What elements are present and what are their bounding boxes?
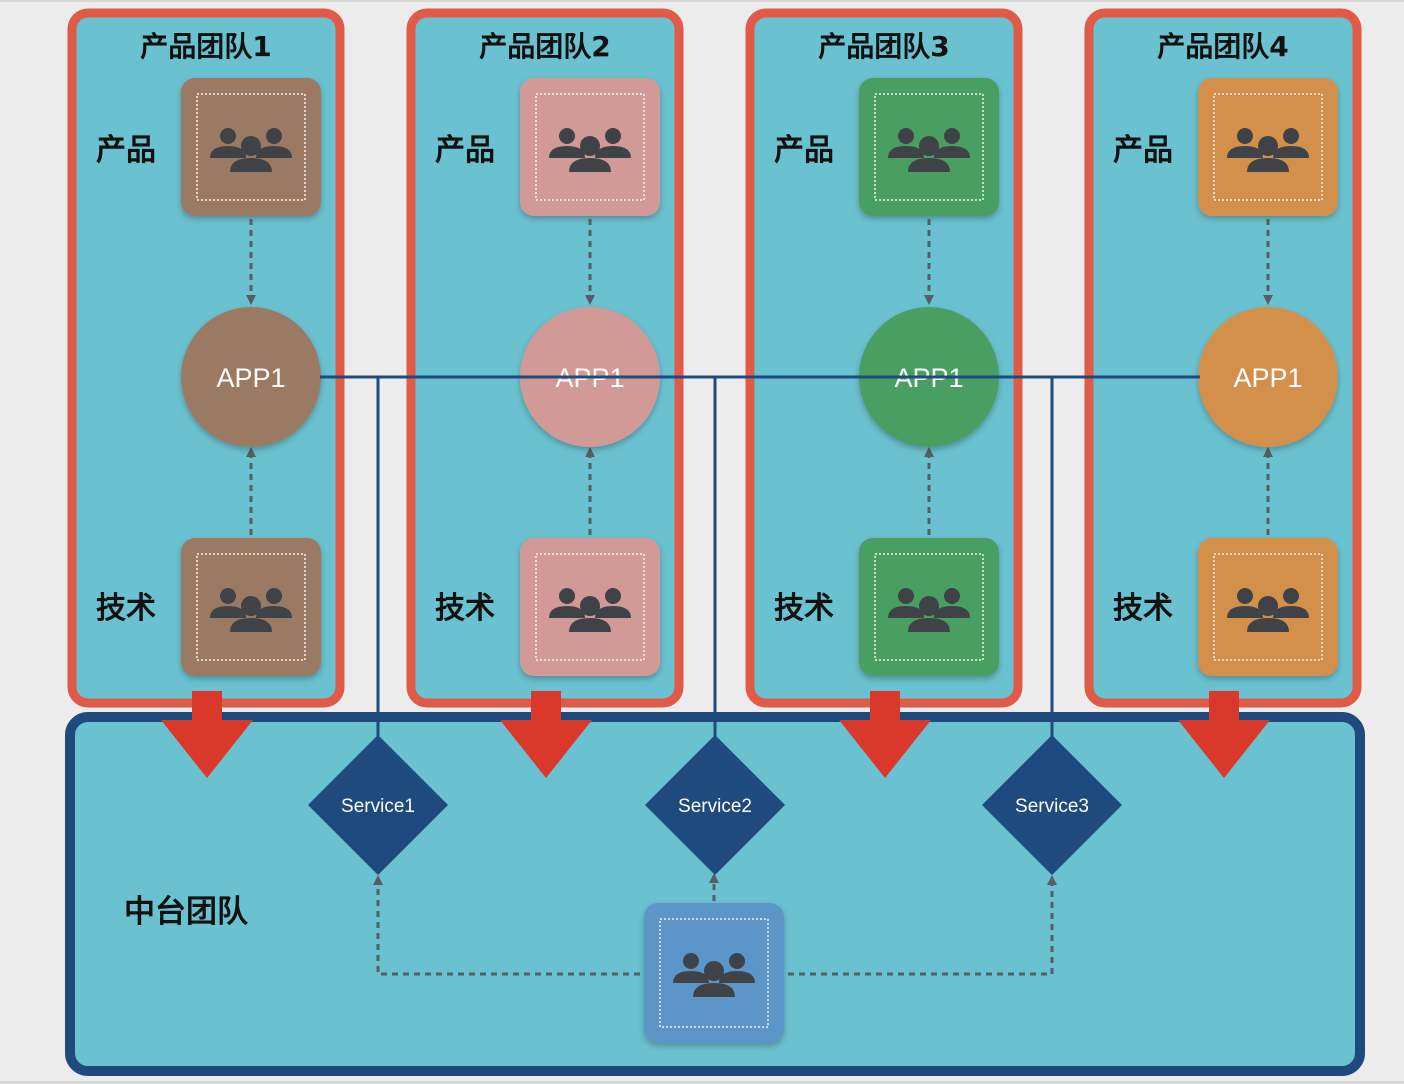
app-circle (1198, 307, 1338, 447)
service-node: Service3 (982, 735, 1122, 875)
app-circle (181, 307, 321, 447)
app-label: APP1 (216, 363, 285, 393)
service-diamond (308, 735, 448, 875)
team-title: 产品团队1 (140, 30, 271, 63)
tech-label: 技术 (435, 591, 495, 626)
icon-frame (874, 93, 984, 201)
service-label: Service3 (1015, 796, 1089, 817)
icon-frame (535, 553, 645, 661)
product-label: 产品 (435, 133, 495, 168)
tech-label: 技术 (774, 591, 834, 626)
icon-frame (196, 553, 306, 661)
tech-team-box (1198, 538, 1338, 676)
top-divider (0, 0, 1404, 2)
icon-frame (535, 93, 645, 201)
service-diamond (645, 735, 785, 875)
icon-frame (1213, 553, 1323, 661)
tech-label: 技术 (96, 591, 156, 626)
platform-to-service3 (788, 875, 1057, 976)
product-label: 产品 (774, 133, 834, 168)
red-down-arrow-icon (161, 691, 253, 778)
service-label: Service2 (678, 796, 752, 817)
platform-title: 中台团队 (124, 894, 249, 930)
product-team-box (181, 78, 321, 216)
service-label: Service1 (341, 796, 415, 817)
icon-frame (1213, 93, 1323, 201)
platform-team-node (644, 903, 784, 1043)
app-node: APP1 (1198, 307, 1338, 447)
product-team-box (1198, 78, 1338, 216)
red-down-arrow-icon (839, 691, 931, 778)
team-title: 产品团队2 (479, 30, 610, 63)
icon-frame (196, 93, 306, 201)
app-node: APP1 (181, 307, 321, 447)
tech-team-box (520, 538, 660, 676)
platform-to-service1 (373, 875, 640, 976)
product-label: 产品 (96, 133, 156, 168)
icon-frame (659, 918, 769, 1028)
service-diamond (982, 735, 1122, 875)
team-title: 产品团队4 (1157, 30, 1288, 63)
bottom-divider (0, 1081, 1404, 1084)
tech-team-box (859, 538, 999, 676)
red-down-arrow-icon (500, 691, 592, 778)
service-links (320, 375, 1200, 740)
tech-label: 技术 (1113, 591, 1173, 626)
service-node: Service1 (308, 735, 448, 875)
service-node: Service2 (645, 735, 785, 875)
product-label: 产品 (1113, 133, 1173, 168)
platform-dashed-links (373, 873, 1057, 976)
product-team-box (859, 78, 999, 216)
red-down-arrow-icon (1178, 691, 1270, 778)
product-team-box (520, 78, 660, 216)
team-title: 产品团队3 (818, 30, 949, 63)
icon-frame (874, 553, 984, 661)
tech-team-box (181, 538, 321, 676)
app-label: APP1 (1233, 363, 1302, 393)
